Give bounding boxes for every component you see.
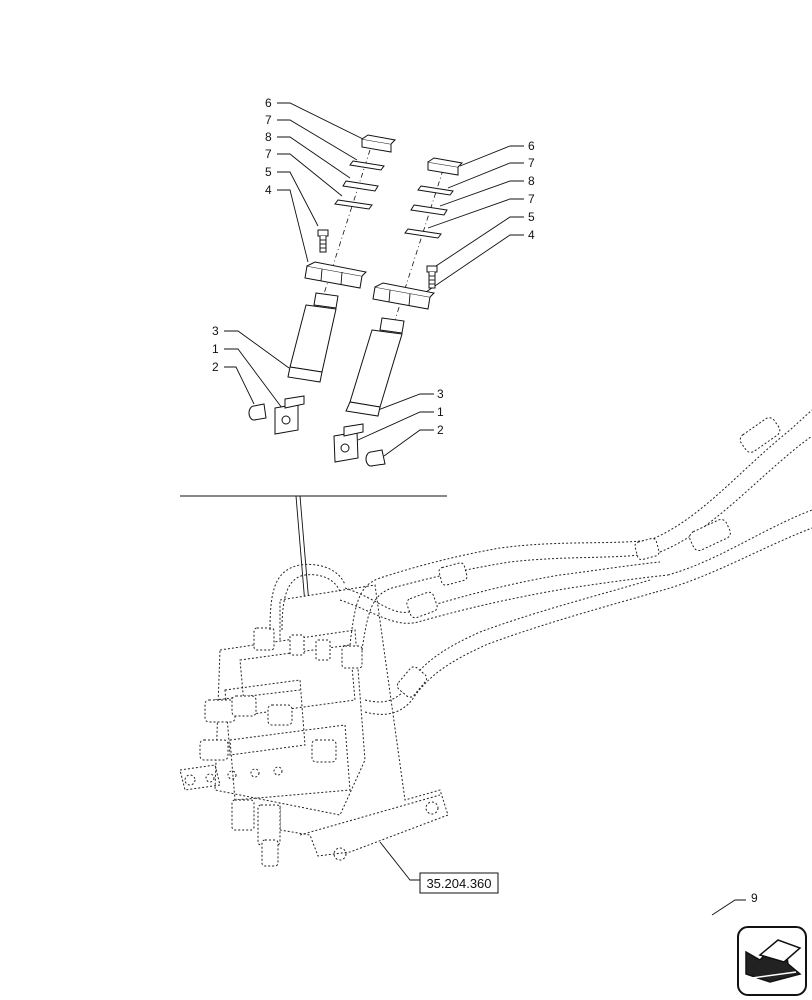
callout-left-7a: 7 xyxy=(265,113,272,127)
left-part-stack xyxy=(248,134,397,435)
callout-left-6: 6 xyxy=(265,96,272,110)
right-axis-line xyxy=(394,169,444,321)
callout-right-1: 1 xyxy=(437,405,444,419)
callout-left-5: 5 xyxy=(265,165,272,179)
callout-right-7a: 7 xyxy=(528,156,535,170)
callout-right-2: 2 xyxy=(437,423,444,437)
callout-right-8: 8 xyxy=(528,174,535,188)
page-callout-number: 9 xyxy=(751,891,758,905)
reference-label-box[interactable] xyxy=(419,872,499,894)
callout-left-3: 3 xyxy=(212,324,219,338)
callout-left-2: 2 xyxy=(212,360,219,374)
right-part-stack xyxy=(333,157,464,467)
reference-label-text: 35.204.360 xyxy=(426,876,491,891)
callout-right-6: 6 xyxy=(528,139,535,153)
ghost-valve-assembly xyxy=(179,409,812,867)
left-callouts: 6 7 8 7 5 4 3 1 2 xyxy=(212,96,366,413)
callout-left-8: 8 xyxy=(265,130,272,144)
callout-right-4: 4 xyxy=(528,228,535,242)
callout-left-7b: 7 xyxy=(265,147,272,161)
arrow-next-page-icon[interactable] xyxy=(737,926,807,996)
callout-left-1: 1 xyxy=(212,342,219,356)
callout-right-7b: 7 xyxy=(528,192,535,206)
reference-label-callout[interactable]: 35.204.360 xyxy=(379,841,499,894)
left-axis-line xyxy=(321,149,371,301)
callout-left-4: 4 xyxy=(265,183,272,197)
right-callouts: 6 7 8 7 5 4 3 1 2 xyxy=(357,139,535,457)
callout-right-5: 5 xyxy=(528,210,535,224)
callout-right-3: 3 xyxy=(437,387,444,401)
page-callout: 9 xyxy=(711,891,758,916)
